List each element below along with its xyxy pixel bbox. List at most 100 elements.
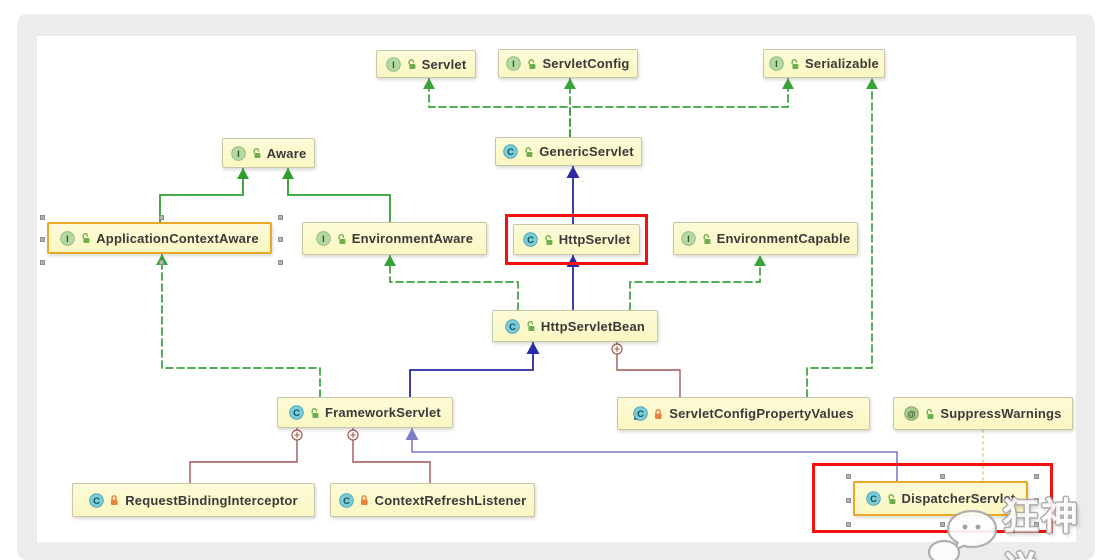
interface-icon: I <box>506 56 522 71</box>
public-visibility-icon <box>523 146 534 158</box>
class-icon: C <box>338 492 354 508</box>
public-visibility-icon <box>251 147 262 159</box>
class-icon: C <box>865 491 881 506</box>
node-label: Aware <box>266 145 307 161</box>
selection-handle[interactable] <box>278 215 283 220</box>
node-EnvironmentCapable[interactable]: I EnvironmentCapable <box>673 222 858 255</box>
svg-text:I: I <box>322 234 325 245</box>
node-label: ApplicationContextAware <box>96 230 259 246</box>
svg-text:C: C <box>93 496 100 507</box>
node-label: EnvironmentAware <box>351 231 474 246</box>
svg-text:C: C <box>870 494 877 505</box>
interface-icon: I <box>769 56 784 71</box>
private-lock-icon <box>653 408 664 420</box>
selection-handle[interactable] <box>939 474 945 479</box>
selection-handle[interactable] <box>846 522 851 527</box>
selection-handle[interactable] <box>846 497 851 503</box>
selection-handle[interactable] <box>40 260 45 265</box>
node-ApplicationContextAware[interactable]: I ApplicationContextAware <box>40 215 283 265</box>
selection-handle[interactable] <box>1034 474 1039 479</box>
node-label: HttpServletBean <box>540 318 646 334</box>
node-ContextRefreshListener[interactable]: C ContextRefreshListener <box>330 483 535 517</box>
public-visibility-icon <box>80 232 91 244</box>
node-Aware[interactable]: I Aware <box>222 138 315 168</box>
public-visibility-icon <box>525 320 536 332</box>
svg-text:I: I <box>237 149 240 160</box>
selection-handle[interactable] <box>40 215 45 220</box>
node-RequestBindingInterceptor[interactable]: C RequestBindingInterceptor <box>72 483 315 517</box>
class-icon: C <box>505 318 520 334</box>
selection-handle[interactable] <box>1034 497 1039 503</box>
selection-handle[interactable] <box>158 260 164 265</box>
svg-text:I: I <box>775 59 778 70</box>
svg-text:C: C <box>293 408 300 419</box>
HttpServlet-highlight <box>505 214 648 265</box>
static-class-icon: C <box>633 406 648 421</box>
selection-handle[interactable] <box>278 237 283 242</box>
node-Servlet[interactable]: I Servlet <box>376 50 476 78</box>
private-lock-icon <box>359 494 370 506</box>
node-label: HttpServlet <box>558 232 631 247</box>
svg-text:C: C <box>637 409 644 420</box>
public-visibility-icon <box>526 58 537 70</box>
node-HttpServlet[interactable]: C HttpServlet <box>513 224 640 255</box>
svg-text:I: I <box>392 60 395 71</box>
svg-text:I: I <box>687 234 690 245</box>
public-visibility-icon <box>336 233 347 245</box>
node-label: Serializable <box>805 56 879 71</box>
node-label: ContextRefreshListener <box>374 492 527 508</box>
public-visibility-icon <box>924 408 935 420</box>
interface-icon: I <box>316 231 331 246</box>
selection-handle[interactable] <box>846 474 851 479</box>
node-label: RequestBindingInterceptor <box>125 492 298 508</box>
private-lock-icon <box>109 494 120 506</box>
selection-handle[interactable] <box>1034 522 1039 527</box>
wechat-chat-bubbles-icon <box>927 507 1000 560</box>
public-visibility-icon <box>309 407 320 419</box>
node-label: SuppressWarnings <box>940 406 1062 421</box>
selection-handle[interactable] <box>158 215 164 220</box>
node-label: ServletConfigPropertyValues <box>669 406 854 421</box>
node-EnvironmentAware[interactable]: I EnvironmentAware <box>302 222 487 255</box>
svg-text:I: I <box>66 234 69 245</box>
class-icon: C <box>522 232 538 247</box>
watermark-text: 狂神说 <box>1002 496 1080 560</box>
svg-text:C: C <box>527 235 534 246</box>
watermark: 狂神说 <box>927 486 1112 560</box>
public-visibility-icon <box>701 233 712 245</box>
public-visibility-icon <box>789 58 800 70</box>
node-FrameworkServlet[interactable]: C FrameworkServlet <box>277 397 453 428</box>
node-label: DispatcherServlet <box>901 491 1016 506</box>
svg-text:C: C <box>509 322 516 333</box>
svg-text:@: @ <box>908 409 916 419</box>
class-icon: C <box>503 144 518 159</box>
interface-icon: I <box>385 56 401 72</box>
class-icon: C <box>89 492 104 508</box>
selection-handle[interactable] <box>278 260 283 265</box>
DispatcherServlet-highlight <box>812 463 1053 533</box>
svg-text:C: C <box>507 147 514 158</box>
class-icon: C <box>289 405 304 420</box>
node-label: FrameworkServlet <box>325 405 441 420</box>
public-visibility-icon <box>406 58 417 70</box>
annotation-icon: @ <box>904 406 920 421</box>
selection-handle[interactable] <box>40 237 45 242</box>
node-SuppressWarnings[interactable]: @ SuppressWarnings <box>893 397 1073 430</box>
public-visibility-icon <box>543 234 554 246</box>
node-label: EnvironmentCapable <box>716 231 851 246</box>
svg-text:C: C <box>343 496 350 507</box>
interface-icon: I <box>60 230 75 246</box>
node-DispatcherServlet[interactable]: C DispatcherServlet <box>846 474 1039 527</box>
node-Serializable[interactable]: I Serializable <box>763 49 885 78</box>
node-ServletConfigPropertyValues[interactable]: C ServletConfigPropertyValues <box>617 397 870 430</box>
svg-text:I: I <box>513 59 516 70</box>
node-label: Servlet <box>421 56 467 72</box>
public-visibility-icon <box>886 493 897 505</box>
interface-icon: I <box>680 231 696 246</box>
selection-handle[interactable] <box>939 522 945 527</box>
node-HttpServletBean[interactable]: C HttpServletBean <box>492 310 658 342</box>
interface-icon: I <box>230 145 246 161</box>
